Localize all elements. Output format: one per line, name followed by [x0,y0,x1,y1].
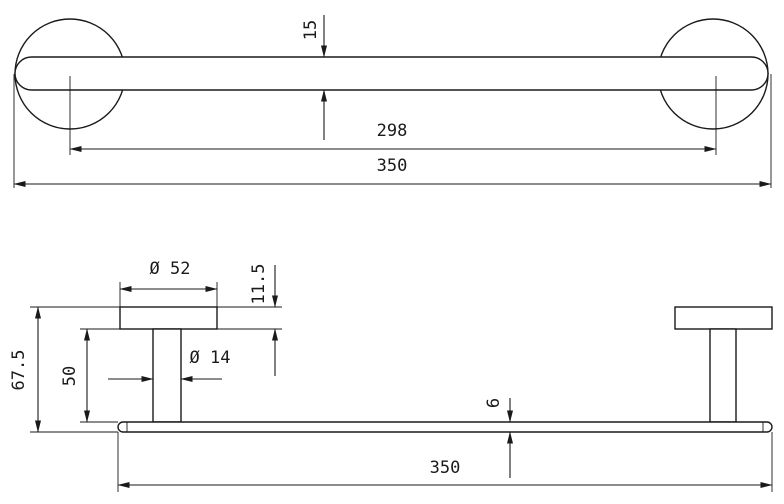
flange-diameter-label: Ø 52 [150,259,191,279]
bottom-overall-length-label: 350 [430,458,461,478]
left-side-post [152,328,182,423]
post-height-label: 50 [60,366,80,386]
top-rod [14,56,769,91]
post-diameter-label: Ø 14 [190,348,231,368]
center-distance-label: 298 [377,121,408,141]
side-view: Ø 52 11.5 Ø 14 67.5 50 6 350 [9,259,773,492]
side-bar [117,421,773,433]
bar-thickness-label: 6 [484,398,504,408]
top-view: 15 298 350 [13,15,772,188]
right-side-flange [674,306,773,330]
top-overall-length-label: 350 [377,156,408,176]
overall-depth-label: 67.5 [9,350,29,391]
flange-thickness-label: 11.5 [249,264,269,305]
rod-thickness-label: 15 [301,20,321,40]
left-side-flange [119,306,218,330]
right-side-post [709,328,737,423]
